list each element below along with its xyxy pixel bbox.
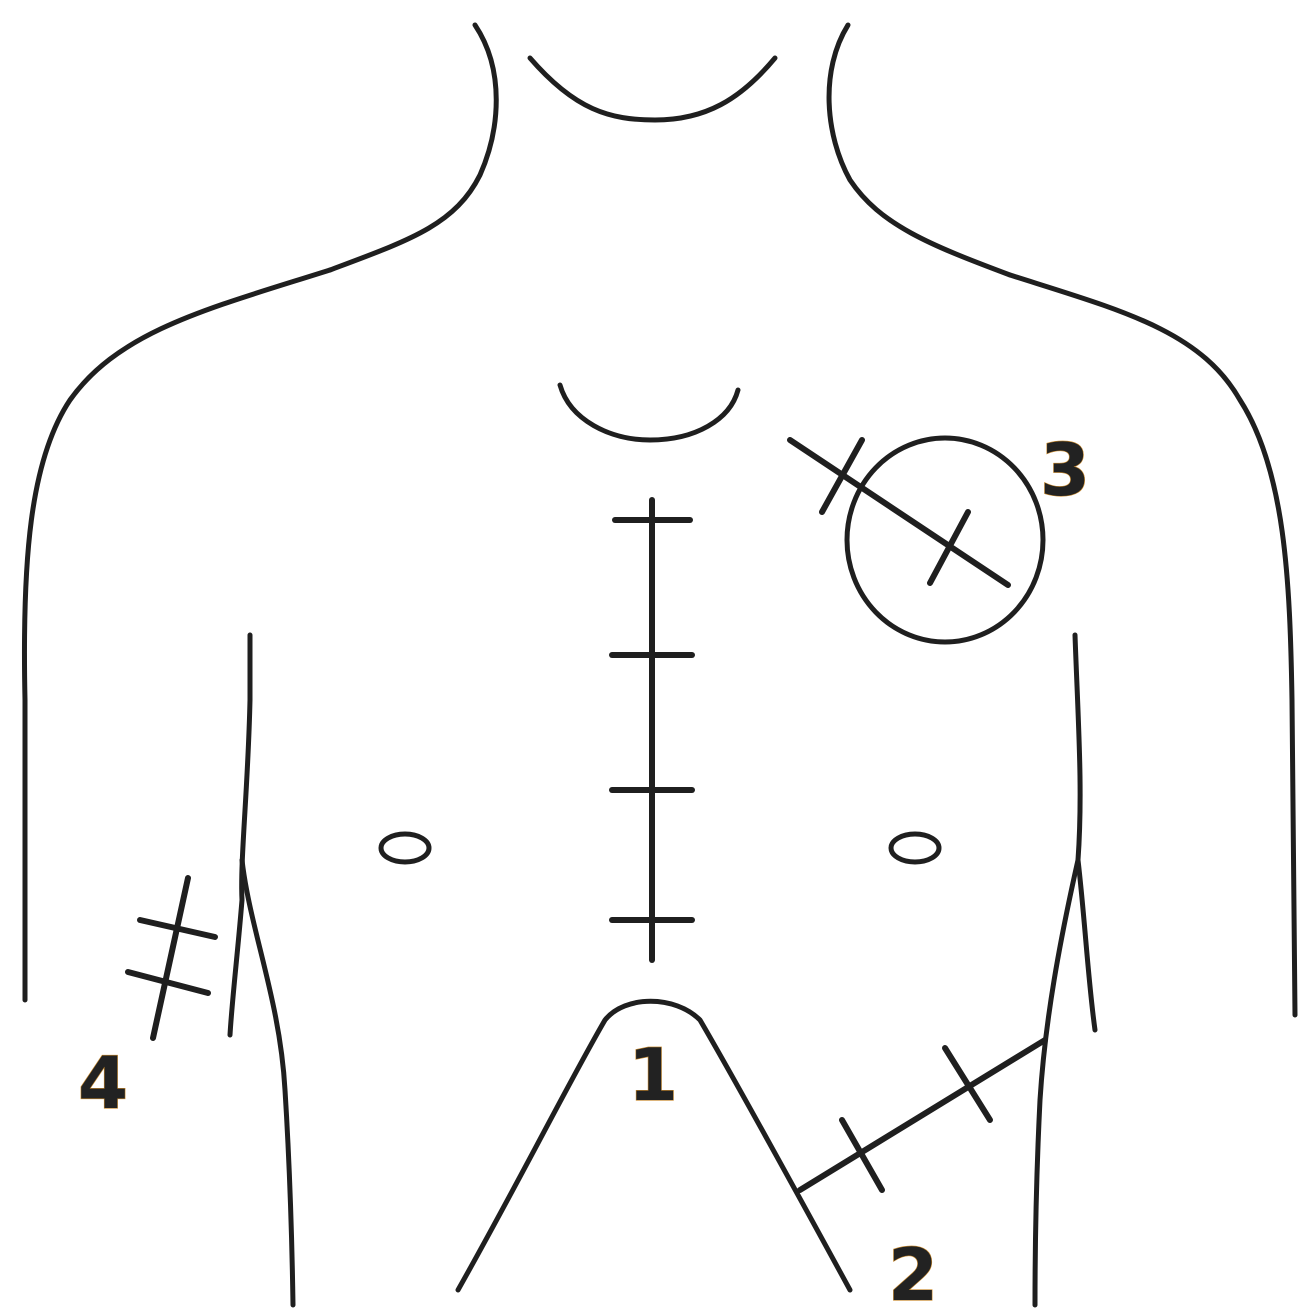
sternal-notch-curve <box>560 385 738 440</box>
left-flank-line <box>242 860 293 1305</box>
incision-3-circled <box>790 438 1043 642</box>
incision-4-line <box>153 878 188 1038</box>
incision-2-stitch <box>842 1120 882 1190</box>
incision-2-subcostal <box>800 1040 1045 1190</box>
right-axilla-line <box>1075 635 1095 1030</box>
left-nipple <box>381 834 429 862</box>
right-shoulder-arm-outline <box>1010 275 1295 1015</box>
label-incision-4: 4 <box>78 1041 128 1125</box>
right-nipple <box>891 834 939 862</box>
left-shoulder-arm-outline <box>24 270 330 1000</box>
label-incision-3: 3 <box>1040 428 1090 512</box>
incision-2-line <box>800 1040 1045 1190</box>
left-axilla-line <box>230 635 250 1035</box>
right-flank-line <box>1035 860 1078 1305</box>
neck-left-outline <box>330 25 496 270</box>
incision-3-stitch <box>930 512 968 583</box>
incision-2-stitch <box>945 1048 990 1120</box>
label-incision-1: 1 <box>628 1033 678 1117</box>
neck-right-outline <box>829 25 1010 275</box>
incision-4-lateral <box>128 878 215 1038</box>
label-incision-2: 2 <box>888 1233 938 1311</box>
neck-collar-curve <box>530 58 775 120</box>
incision-1-median-sternotomy <box>612 500 692 960</box>
